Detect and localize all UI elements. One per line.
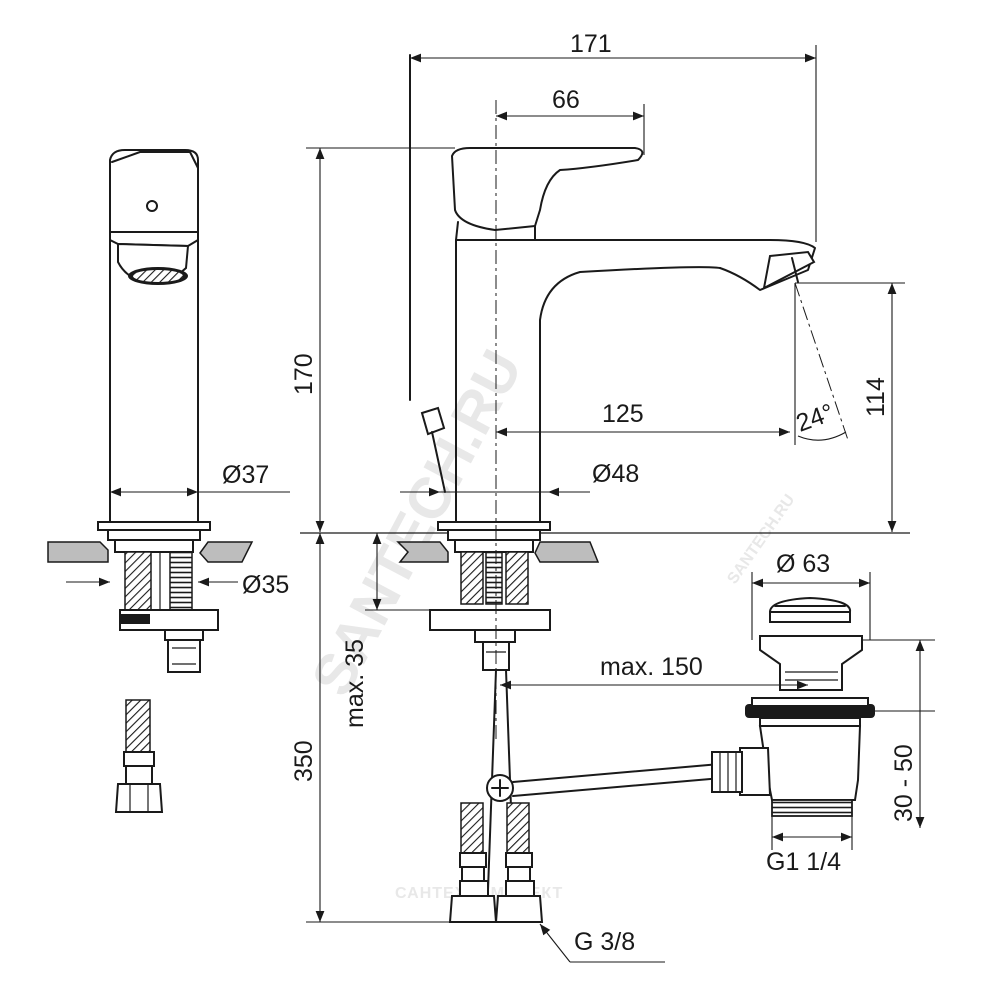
svg-text:125: 125 xyxy=(602,400,644,428)
svg-text:66: 66 xyxy=(552,86,580,114)
svg-text:Ø37: Ø37 xyxy=(222,461,269,489)
dim-shank-diameter: Ø35 xyxy=(66,571,289,599)
svg-text:max. 35: max. 35 xyxy=(341,639,369,728)
dim-base-diameter: Ø48 xyxy=(400,460,639,497)
dim-hose-thread: G 3/8 xyxy=(539,923,665,963)
dim-waste-range: 30 - 50 xyxy=(862,639,935,828)
svg-text:Ø48: Ø48 xyxy=(592,460,639,488)
svg-text:24°: 24° xyxy=(792,398,837,437)
dim-lever-offset: 66 xyxy=(496,86,645,155)
dim-rod-length: max. 150 xyxy=(500,653,808,690)
svg-text:30 - 50: 30 - 50 xyxy=(890,744,918,822)
svg-text:G 3/8: G 3/8 xyxy=(574,928,635,956)
svg-text:171: 171 xyxy=(570,30,612,58)
svg-text:170: 170 xyxy=(290,353,318,395)
countertop-left xyxy=(47,541,254,563)
tap-front-view xyxy=(409,54,816,923)
dim-total-length: 171 xyxy=(410,30,817,242)
tap-side-view xyxy=(97,149,219,813)
svg-text:Ø 63: Ø 63 xyxy=(776,550,830,578)
svg-text:Ø35: Ø35 xyxy=(242,571,289,599)
dim-body-diameter: Ø37 xyxy=(110,461,290,497)
dim-waste-thread: G1 1/4 xyxy=(766,816,853,876)
dim-spout-height: 114 24° xyxy=(792,282,905,532)
svg-text:114: 114 xyxy=(862,377,890,417)
dim-max-thickness: max. 35 xyxy=(341,533,430,728)
dim-waste-diameter: Ø 63 xyxy=(751,550,871,640)
svg-text:G1 1/4: G1 1/4 xyxy=(766,848,841,876)
dim-under-counter: 350 xyxy=(290,533,450,923)
dim-spout-reach: 125 xyxy=(496,400,790,437)
waste-valve xyxy=(711,596,875,817)
svg-text:350: 350 xyxy=(290,740,318,782)
dim-height: 170 xyxy=(290,147,455,532)
svg-text:max. 150: max. 150 xyxy=(600,653,703,681)
countertop-right xyxy=(396,541,600,563)
